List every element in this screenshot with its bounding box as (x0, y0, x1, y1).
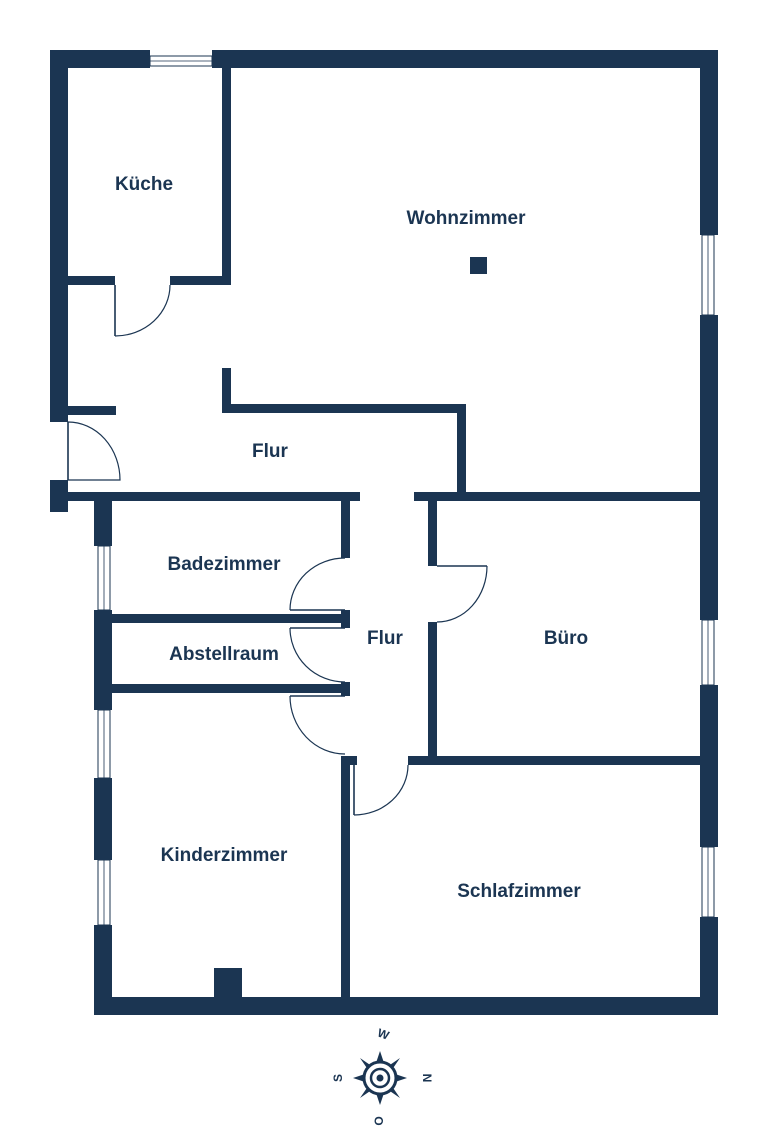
wall-right-3 (700, 685, 718, 847)
room-label-wohnzimmer: Wohnzimmer (407, 208, 527, 229)
compass-label-south: S (331, 1074, 345, 1082)
wall-kinder-right (341, 756, 350, 1006)
compass-label-east: O (372, 1116, 386, 1125)
wall-bottom (94, 997, 718, 1015)
room-label-kinderzimmer: Kinderzimmer (161, 845, 288, 866)
wall-kueche-bottom-right (170, 276, 230, 285)
wall-flur-top (222, 404, 466, 413)
compass-rose: W N S O (331, 1026, 434, 1126)
window-schlafzimmer (701, 846, 715, 918)
window-buero (701, 619, 715, 686)
room-label-kueche: Küche (115, 174, 173, 195)
door-badezimmer (289, 557, 346, 611)
wall-flur-stub (222, 368, 231, 412)
window-kinderzimmer-1 (97, 709, 111, 779)
room-label-buero: Büro (544, 628, 588, 649)
door-buero (436, 565, 488, 623)
window-kinderzimmer-2 (97, 859, 111, 926)
wall-mid-left (50, 492, 360, 501)
inner-walls (50, 60, 710, 1006)
wall-right-4 (700, 917, 718, 1015)
door-entry (67, 421, 121, 481)
column-wohnzimmer (470, 257, 487, 274)
wall-corridor-right-2 (428, 622, 437, 760)
door-kinderzimmer (289, 695, 346, 755)
wall-entry-stub (60, 406, 116, 415)
wall-kueche-right (222, 60, 231, 285)
compass-label-north: N (420, 1074, 434, 1083)
outer-walls (50, 50, 718, 1015)
wall-abstell-bottom (104, 684, 350, 693)
wall-top-left (50, 50, 150, 68)
door-kueche (114, 284, 171, 337)
room-label-abstellraum: Abstellraum (169, 644, 279, 665)
wall-left-lower-4 (94, 925, 112, 1015)
compass-center (376, 1074, 384, 1082)
room-label-badezimmer: Badezimmer (168, 554, 282, 575)
doors (67, 284, 488, 816)
door-schlafzimmer (353, 764, 409, 816)
room-label-flur-lower: Flur (367, 628, 403, 649)
wall-schlaf-top (408, 756, 710, 765)
room-label-schlafzimmer: Schlafzimmer (457, 881, 581, 902)
wall-left-lower-2 (94, 610, 112, 710)
wall-top-right (212, 50, 718, 68)
door-abstellraum (289, 627, 346, 683)
wall-schlaf-top-stub (341, 756, 357, 765)
wall-mid-right (414, 492, 710, 501)
compass-label-west: W (376, 1026, 392, 1043)
wall-left-lower-3 (94, 778, 112, 860)
window-kueche (149, 55, 213, 67)
wall-right-2 (700, 315, 718, 620)
wall-corridor-right-1 (428, 496, 437, 566)
wall-bad-bottom (104, 614, 350, 623)
wall-left-lower-1 (94, 496, 112, 546)
room-label-flur-upper: Flur (252, 441, 288, 462)
wall-left-upper (50, 50, 68, 422)
window-wohnzimmer (701, 234, 715, 316)
wall-right-1 (700, 50, 718, 235)
column-kinderzimmer (214, 968, 242, 998)
wall-flur-right (457, 404, 466, 500)
windows (97, 55, 715, 926)
window-badezimmer (97, 545, 111, 611)
wall-corridor-left-1 (341, 496, 350, 558)
wall-kueche-bottom-left (60, 276, 115, 285)
room-labels: Küche Wohnzimmer Flur Badezimmer Abstell… (115, 174, 588, 902)
